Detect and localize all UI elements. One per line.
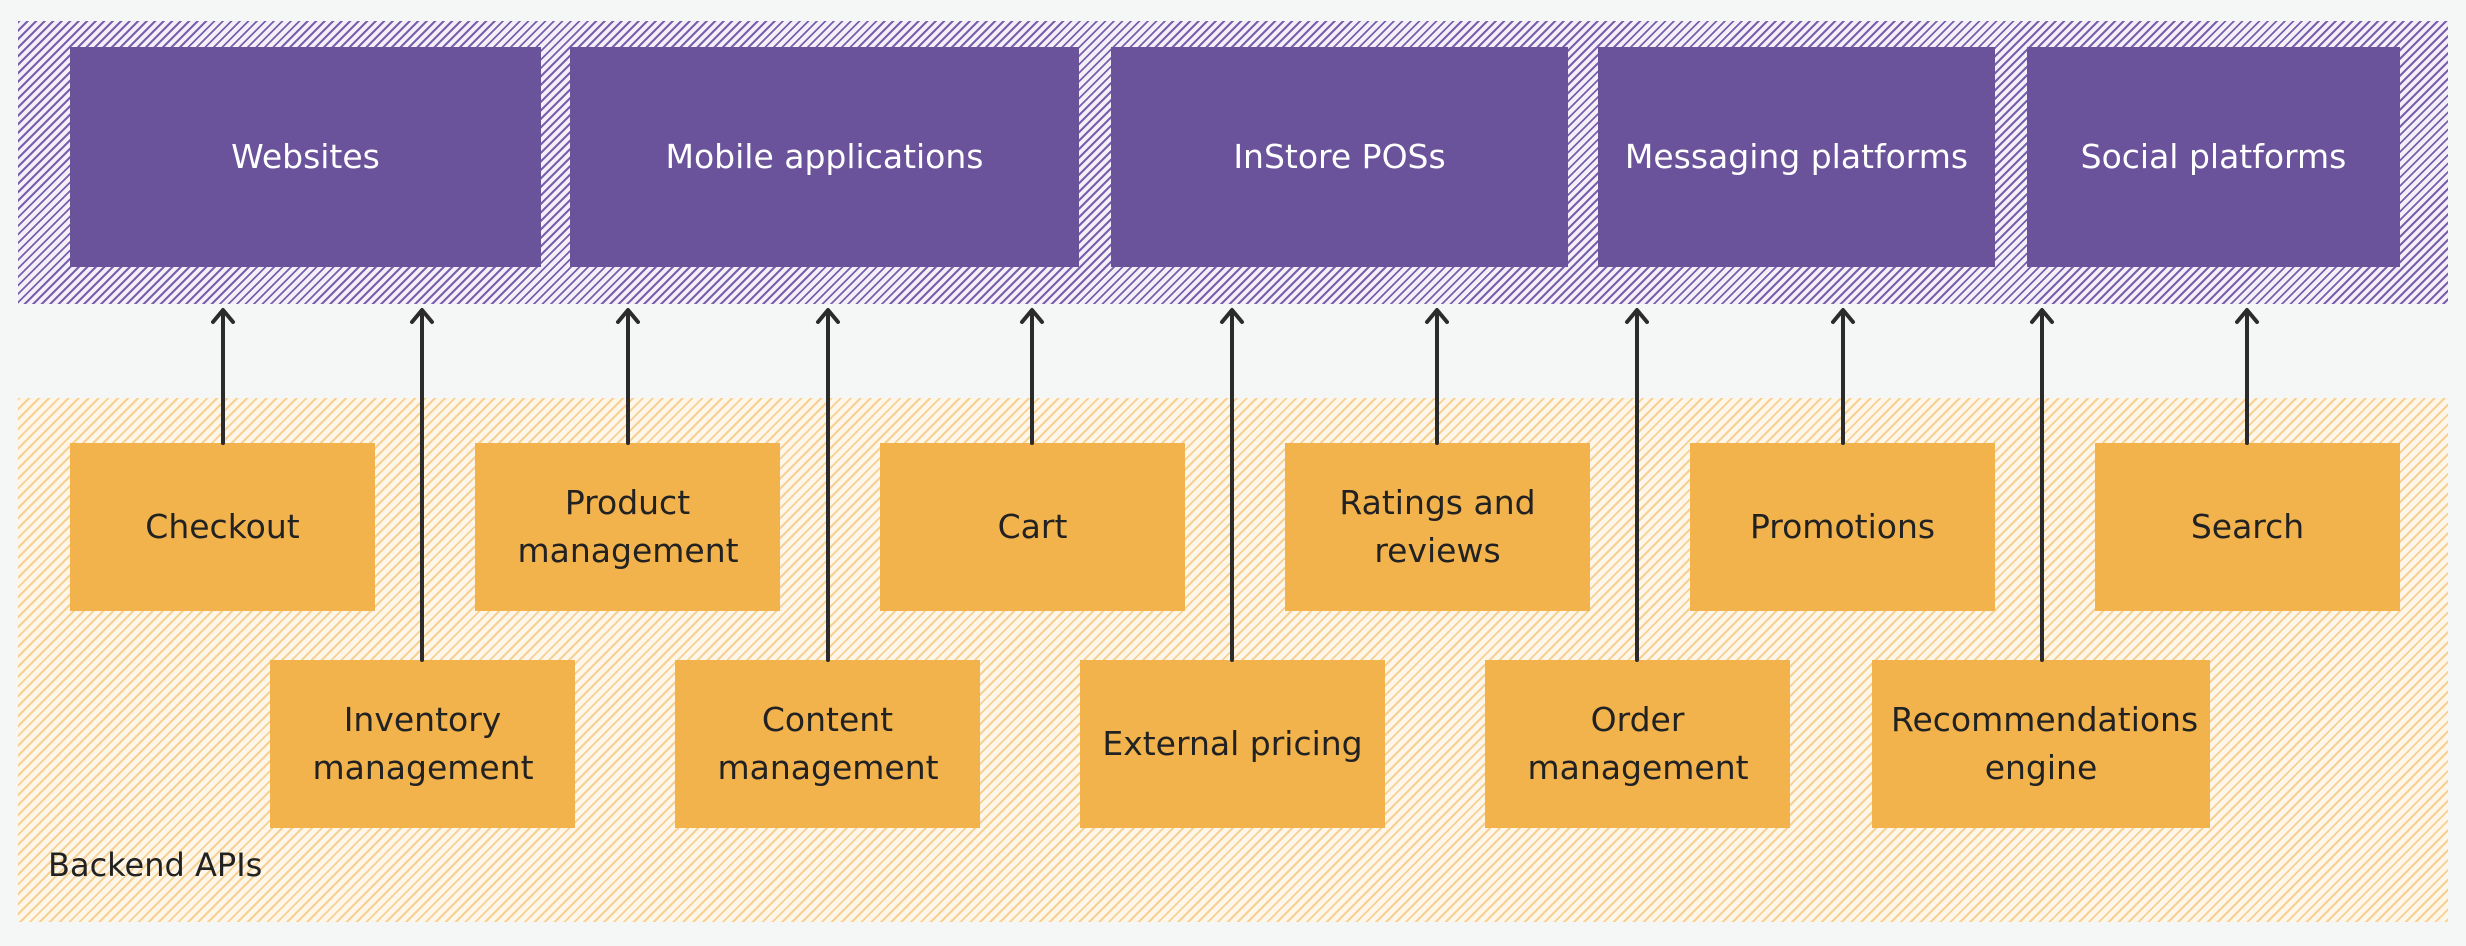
service-ratings-and-reviews-label: Ratings and reviews bbox=[1339, 483, 1536, 570]
channel-websites: Websites bbox=[70, 47, 541, 267]
service-order-management-label: Order management bbox=[1527, 700, 1749, 787]
service-order-management: Order management bbox=[1485, 660, 1790, 828]
channel-mobile-applications: Mobile applications bbox=[570, 47, 1079, 267]
service-promotions: Promotions bbox=[1690, 443, 1995, 611]
service-search: Search bbox=[2095, 443, 2400, 611]
service-cart: Cart bbox=[880, 443, 1185, 611]
service-recommendations-engine: Recommendations engine bbox=[1872, 660, 2210, 828]
service-content-management: Content management bbox=[675, 660, 980, 828]
service-ratings-and-reviews: Ratings and reviews bbox=[1285, 443, 1590, 611]
service-external-pricing-label: External pricing bbox=[1102, 724, 1363, 764]
channel-social-platforms: Social platforms bbox=[2027, 47, 2400, 267]
service-product-management: Product management bbox=[475, 443, 780, 611]
service-promotions-label: Promotions bbox=[1749, 507, 1936, 547]
service-content-management-label: Content management bbox=[717, 700, 939, 787]
service-checkout: Checkout bbox=[70, 443, 375, 611]
service-search-label: Search bbox=[2190, 507, 2305, 547]
channel-messaging-platforms-label: Messaging platforms bbox=[1624, 137, 1969, 177]
service-recommendations-engine-label: Recommendations engine bbox=[1891, 700, 2199, 787]
service-checkout-label: Checkout bbox=[145, 507, 300, 547]
service-external-pricing: External pricing bbox=[1080, 660, 1385, 828]
channel-instore-pos-label: InStore POSs bbox=[1233, 137, 1446, 177]
channel-websites-label: Websites bbox=[231, 137, 380, 177]
channel-mobile-applications-label: Mobile applications bbox=[665, 137, 984, 177]
channel-instore-pos: InStore POSs bbox=[1111, 47, 1568, 267]
service-product-management-label: Product management bbox=[517, 483, 739, 570]
channel-social-platforms-label: Social platforms bbox=[2080, 137, 2347, 177]
backend-apis-label: Backend APIs bbox=[48, 846, 263, 884]
service-inventory-management: Inventory management bbox=[270, 660, 575, 828]
channel-messaging-platforms: Messaging platforms bbox=[1598, 47, 1995, 267]
service-cart-label: Cart bbox=[997, 507, 1068, 547]
service-inventory-management-label: Inventory management bbox=[312, 700, 534, 787]
